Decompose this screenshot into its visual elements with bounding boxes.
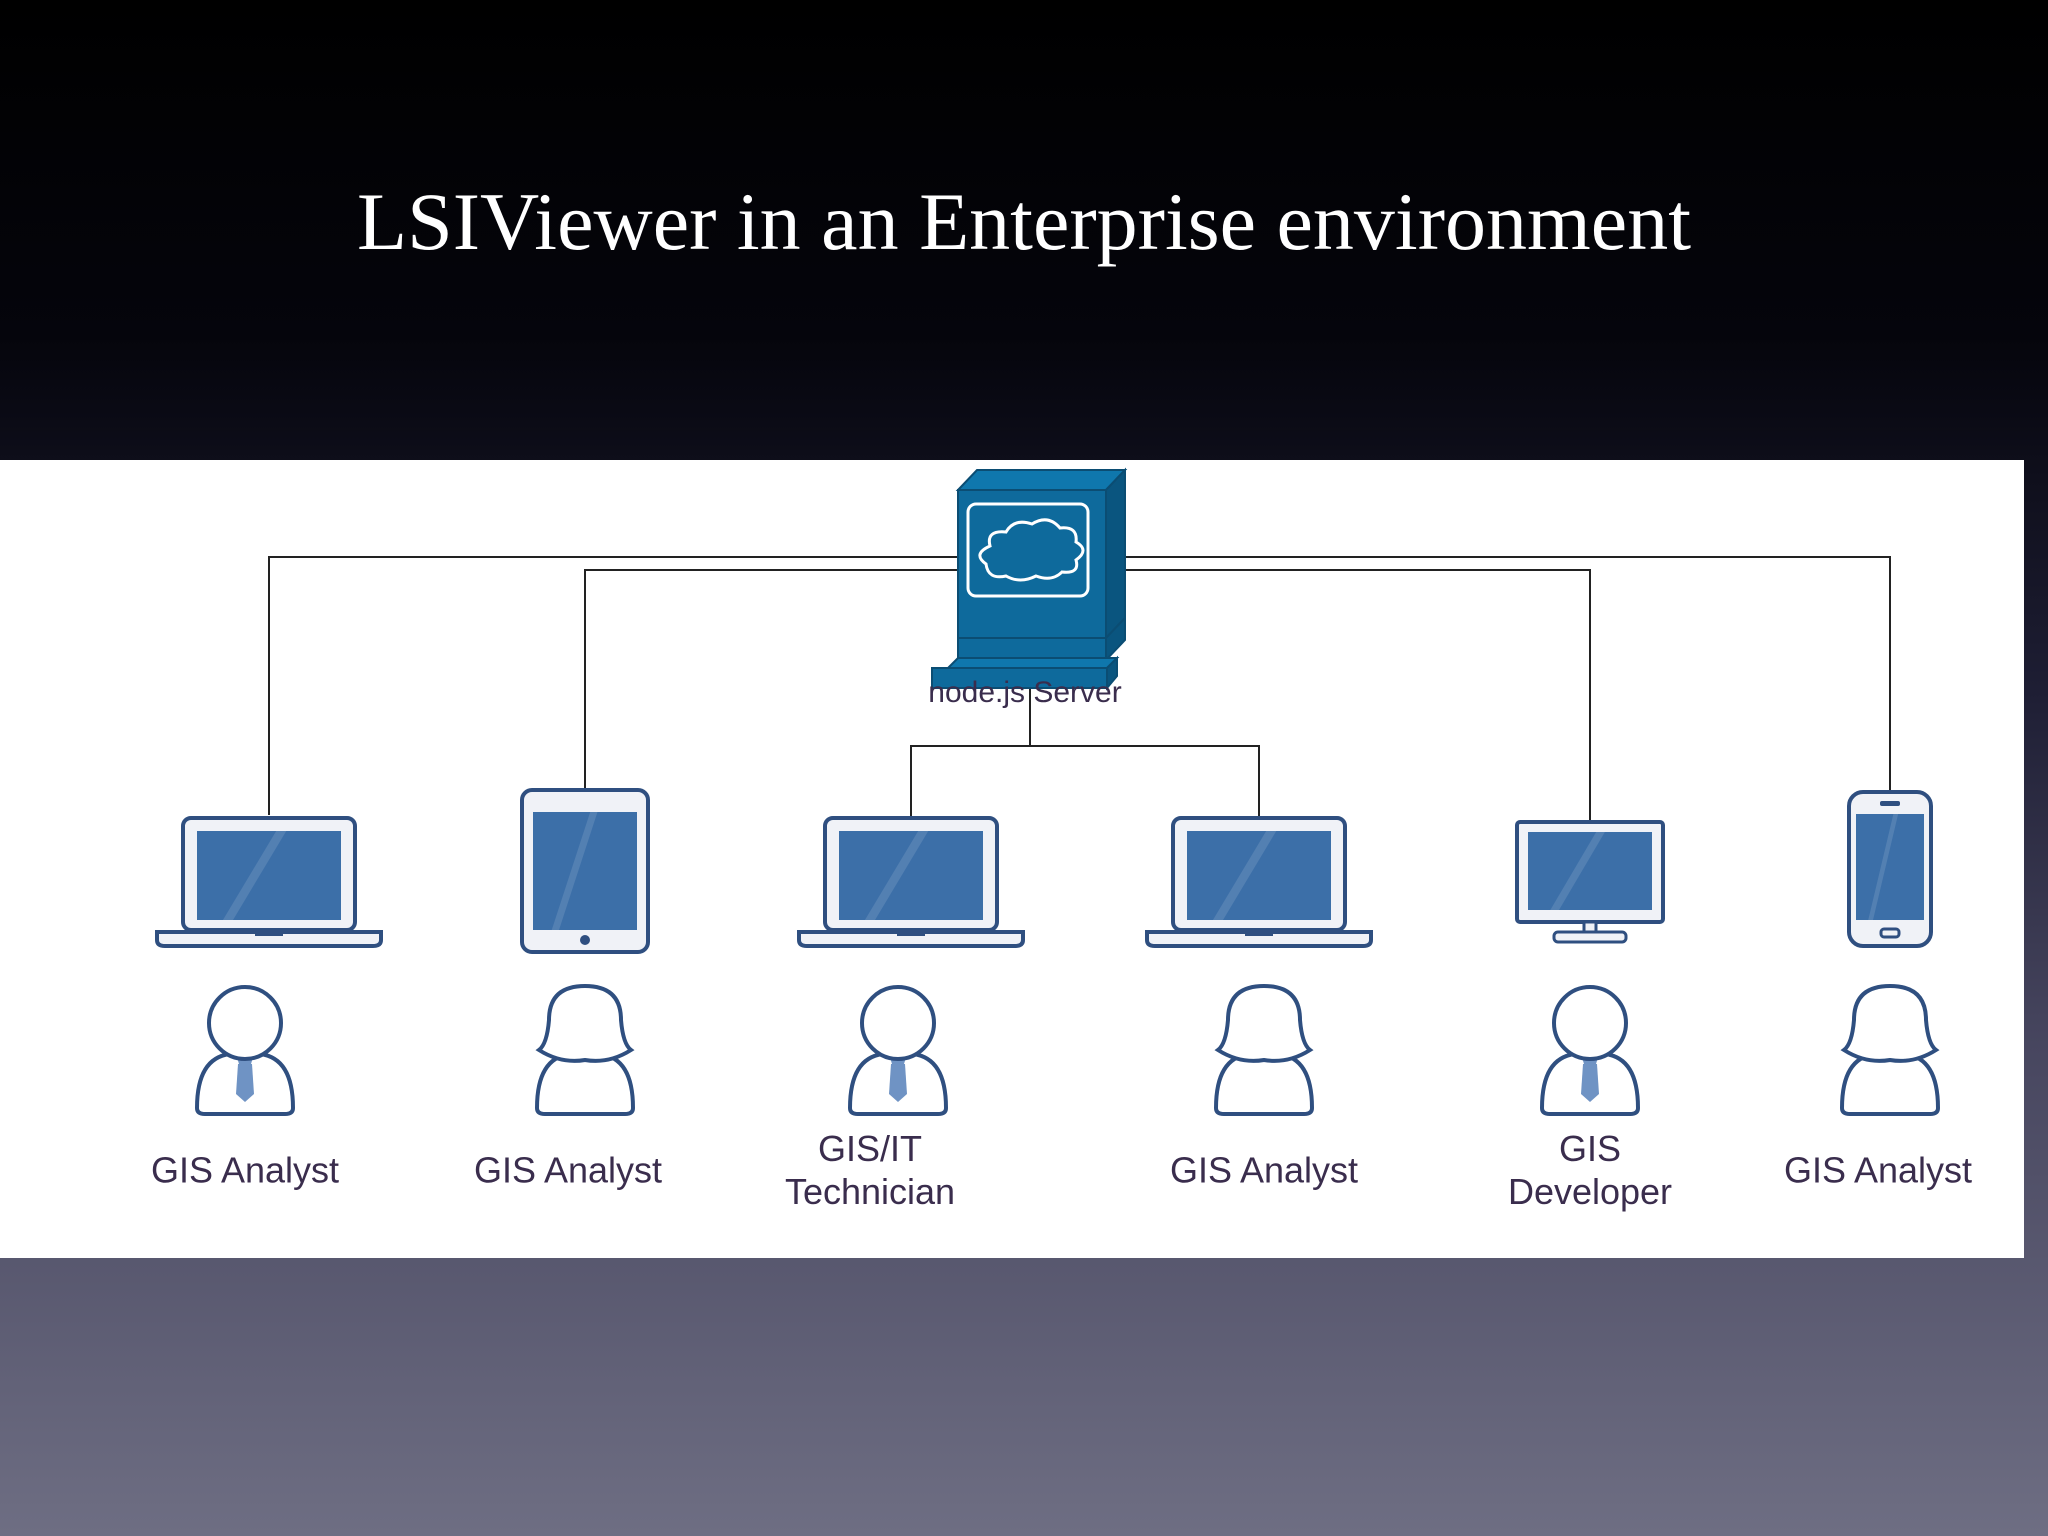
- user-label: GIS Analyst: [474, 1150, 662, 1191]
- tablet-icon: [520, 788, 650, 954]
- male-user-icon: [1539, 985, 1641, 1116]
- smartphone-icon: [1847, 790, 1933, 948]
- user-label: GIS: [1559, 1128, 1621, 1169]
- users: [194, 983, 1941, 1116]
- connector-laptop-1: [268, 556, 960, 815]
- server-cloud-icon: [931, 467, 1128, 691]
- laptop-icon: [797, 816, 1025, 948]
- female-user-icon: [1213, 983, 1315, 1116]
- female-user-icon: [534, 983, 636, 1116]
- female-user-icon: [1839, 983, 1941, 1116]
- slide-title: LSIViewer in an Enterprise environment: [357, 176, 1691, 267]
- laptop-icon: [1145, 816, 1373, 948]
- user-label: Technician: [785, 1171, 955, 1212]
- connector-laptop-3-4: [910, 745, 1260, 817]
- connector-tablet: [584, 569, 960, 790]
- desktop-monitor-icon: [1515, 820, 1665, 944]
- connector-phone: [1125, 556, 1891, 798]
- client-devices: [155, 788, 1933, 954]
- server-label: node.js Server: [928, 676, 1121, 709]
- connector-lines: [268, 556, 1891, 820]
- user-label: Developer: [1508, 1171, 1672, 1212]
- male-user-icon: [847, 985, 949, 1116]
- user-label: GIS Analyst: [151, 1150, 339, 1191]
- user-label: GIS/IT: [818, 1128, 922, 1169]
- user-label: GIS Analyst: [1784, 1150, 1972, 1191]
- user-label: GIS Analyst: [1170, 1150, 1358, 1191]
- laptop-icon: [155, 816, 383, 948]
- male-user-icon: [194, 985, 296, 1116]
- connector-monitor: [1125, 569, 1591, 820]
